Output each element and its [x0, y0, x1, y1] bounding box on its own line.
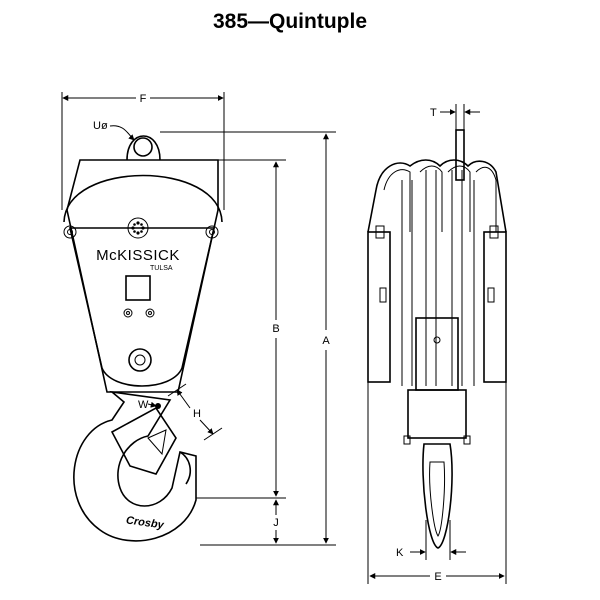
svg-text:K: K	[396, 547, 404, 559]
brand-name: McKISSICK	[96, 247, 180, 264]
dimension-j: J	[273, 499, 279, 544]
name-plate	[125, 275, 151, 301]
dimension-u: Uø	[93, 120, 135, 141]
svg-text:J: J	[273, 517, 279, 529]
svg-text:B: B	[272, 323, 279, 335]
dimension-a: A	[160, 131, 336, 546]
dimension-e: E	[367, 382, 507, 584]
dimension-b: B	[150, 159, 286, 499]
front-view: McKISSICK TULSA Crosby F	[61, 92, 336, 546]
svg-text:A: A	[322, 335, 330, 347]
svg-text:T: T	[430, 107, 437, 119]
svg-text:E: E	[434, 571, 441, 583]
page-title: 385—Quintuple	[212, 10, 368, 33]
top-eye	[126, 135, 161, 161]
svg-text:W: W	[138, 399, 149, 411]
hook: Crosby	[73, 390, 197, 542]
side-view: T K E	[367, 104, 507, 584]
dimension-t: T	[430, 104, 480, 130]
dimension-k: K	[396, 520, 466, 560]
hook-brand: Crosby	[125, 514, 165, 531]
brand-location: TULSA	[150, 265, 173, 272]
dimension-w: W	[138, 399, 157, 411]
svg-text:Uø: Uø	[93, 120, 108, 132]
dimension-f: F	[61, 92, 225, 210]
svg-text:H: H	[193, 408, 201, 420]
dimension-h: H	[167, 383, 223, 441]
sheave-pin-icon	[127, 217, 149, 239]
svg-text:F: F	[140, 93, 147, 105]
